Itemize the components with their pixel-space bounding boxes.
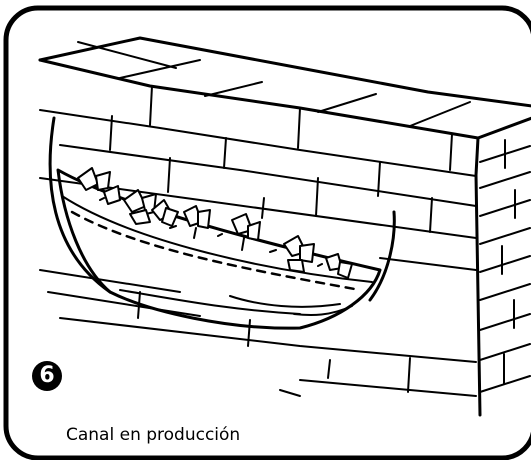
brick-wall xyxy=(38,36,531,417)
panel-frame xyxy=(3,5,531,460)
step-number-badge: 6 xyxy=(32,361,62,391)
plants xyxy=(77,167,353,279)
figure-caption: Canal en producción xyxy=(66,425,241,445)
